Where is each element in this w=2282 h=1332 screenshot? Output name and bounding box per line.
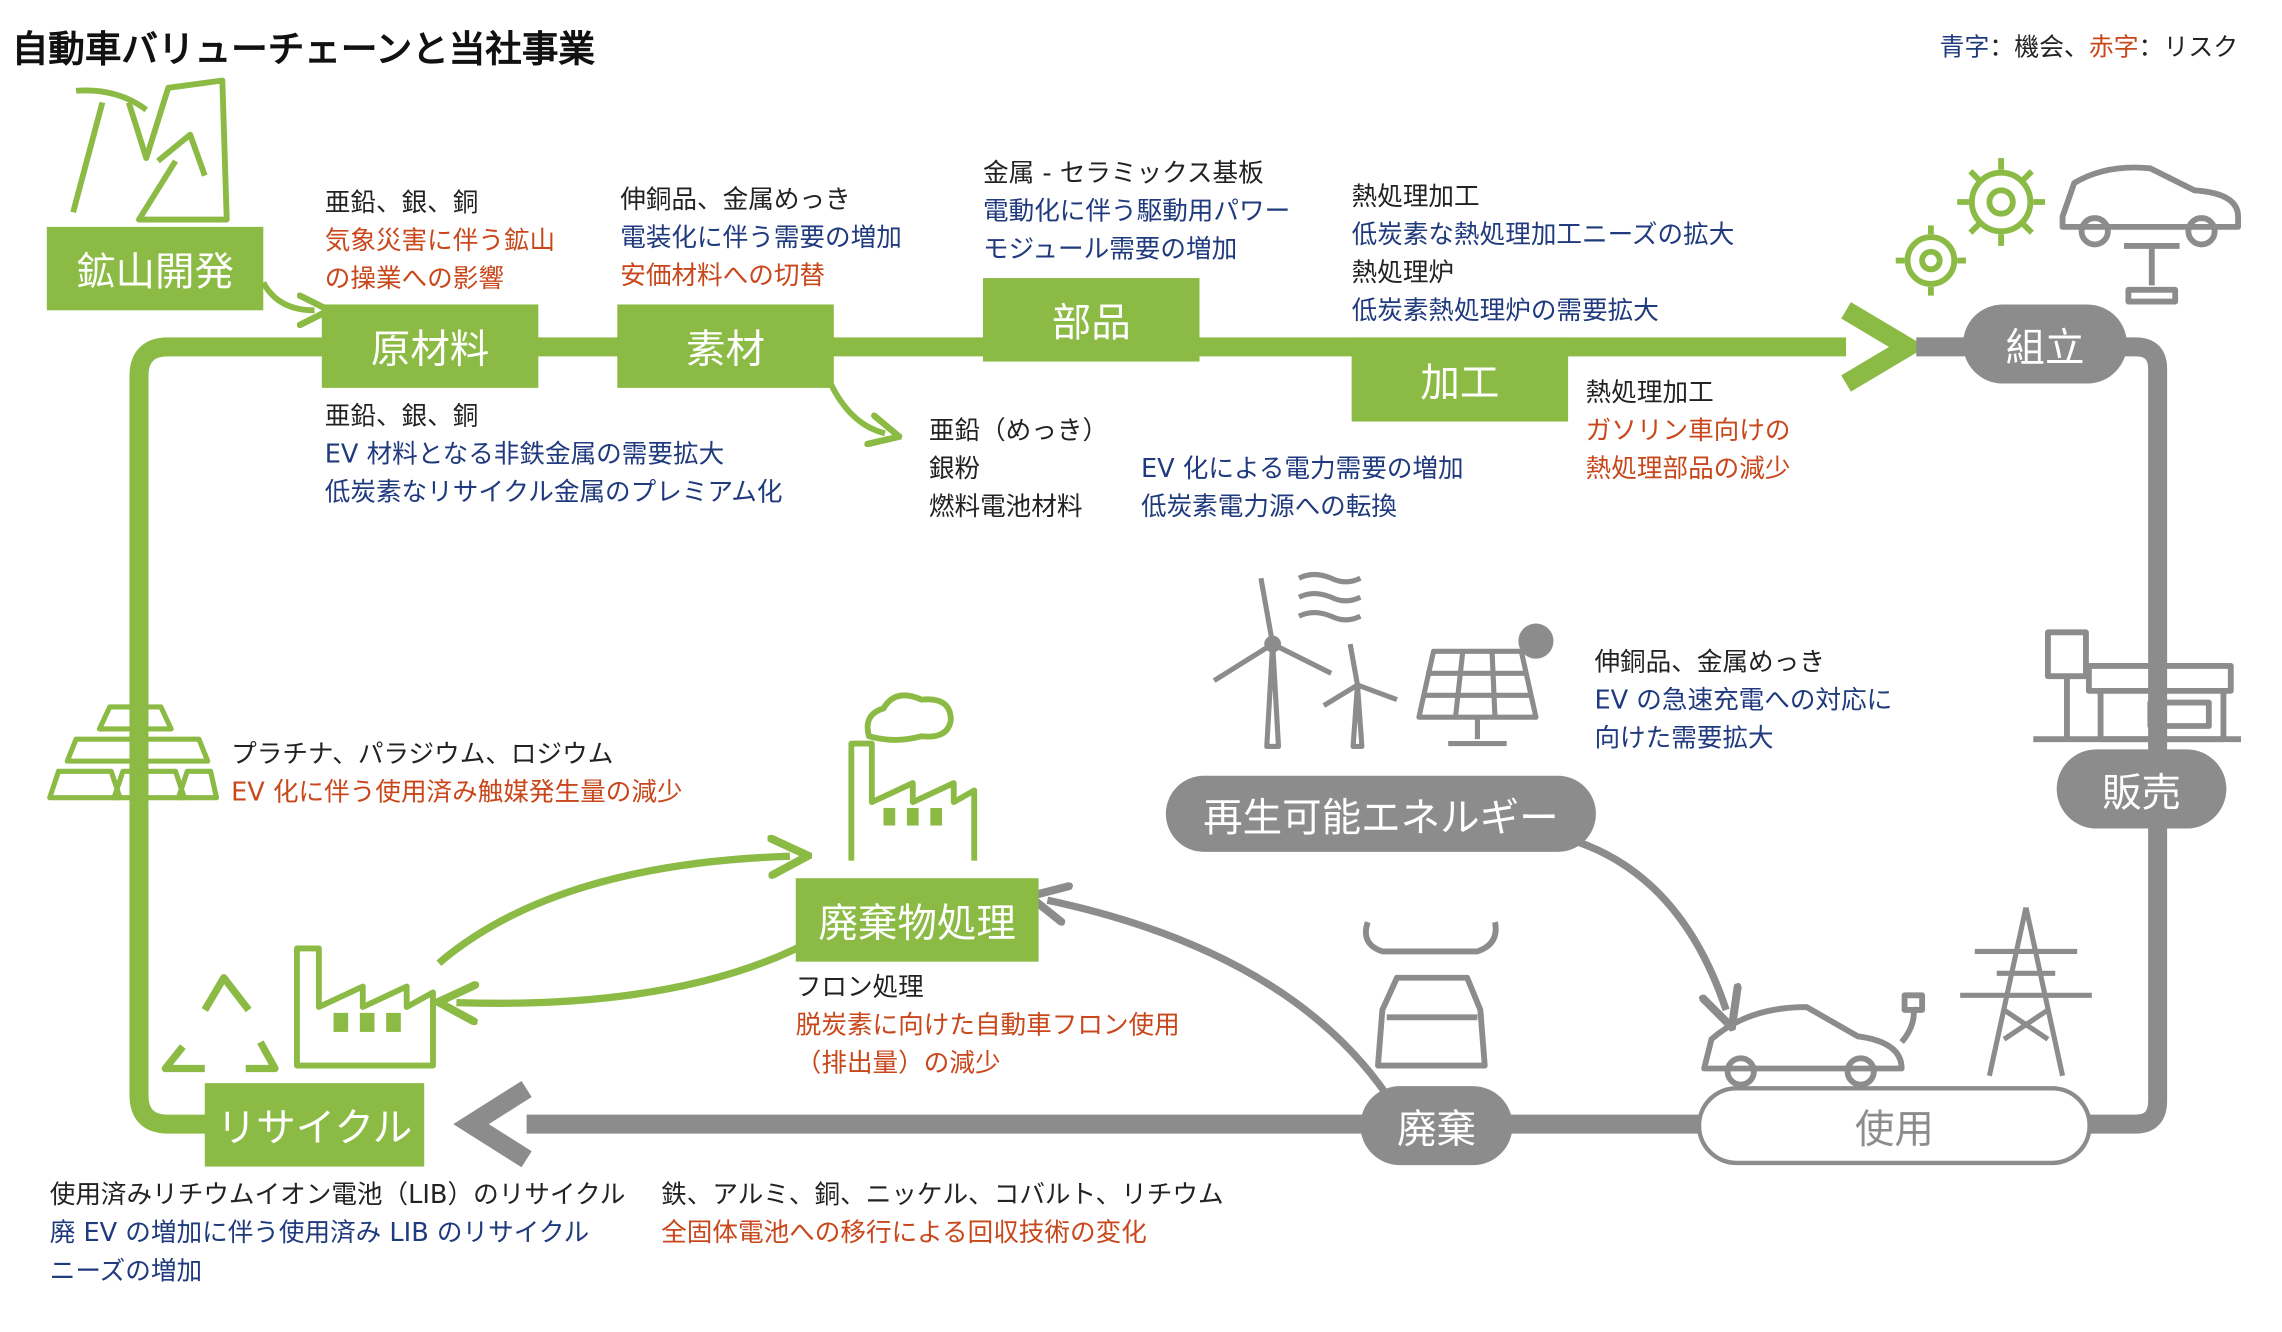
node-renewable-energy: 再生可能エネルギー	[1165, 775, 1596, 852]
legend-red-text: ：リスク	[2138, 33, 2239, 63]
note-line: 廃 EV の増加に伴う使用済み LIB のリサイクル	[49, 1219, 590, 1249]
note-line: 安価材料への切替	[620, 262, 826, 292]
note-processing-top: 熱処理加工 低炭素な熱処理加工ニーズの拡大 熱処理炉 低炭素熱処理炉の需要拡大	[1352, 179, 1735, 331]
node-processing: 加工	[1351, 338, 1569, 422]
page-title: 自動車バリューチェーンと当社事業	[11, 27, 596, 71]
note-lib: 使用済みリチウムイオン電池（LIB）のリサイクル 廃 EV の増加に伴う使用済み…	[50, 1177, 626, 1291]
arrow-materials-branch	[825, 376, 885, 434]
gear-icon	[1895, 158, 2045, 296]
note-raw-bottom: 亜鉛、銀、銅 EV 材料となる非鉄金属の需要拡大 低炭素なリサイクル金属のプレミ…	[325, 398, 783, 512]
legend-red-label: 赤字	[2088, 33, 2139, 63]
arrow-to-recycling-icon	[453, 1080, 532, 1168]
note-line: 低炭素電力源への転換	[1140, 493, 1397, 523]
recycling-factory-icon	[294, 945, 436, 1069]
note-processing-bottom: 熱処理加工 ガソリン車向けの 熱処理部品の減少	[1586, 375, 1791, 489]
note-catalyst: プラチナ、パラジウム、ロジウム EV 化に伴う使用済み触媒発生量の減少	[231, 736, 682, 812]
note-line: 気象災害に伴う鉱山	[324, 226, 556, 257]
arrow-recycling-to-waste	[436, 856, 790, 966]
note-line: 亜鉛、銀、銅	[324, 402, 479, 432]
store-icon	[2033, 629, 2242, 743]
arrow-renewable-to-use	[1575, 838, 1726, 1010]
wind-turbine-icon	[1212, 571, 1398, 750]
node-materials: 素材	[617, 304, 834, 388]
car-lift-icon	[2059, 164, 2242, 305]
note-line: 熱処理加工	[1351, 182, 1480, 213]
note-line: 脱炭素に向けた自動車フロン使用	[795, 1011, 1180, 1041]
note-materials-branch: 亜鉛（めっき） 銀粉 燃料電池材料	[929, 413, 1108, 527]
ev-car-icon	[1701, 992, 1926, 1088]
note-line: EV 材料となる非鉄金属の需要拡大	[324, 440, 725, 470]
note-freon: フロン処理 脱炭素に向けた自動車フロン使用 （排出量）の減少	[796, 969, 1180, 1083]
note-metals: 鉄、アルミ、銅、ニッケル、コバルト、リチウム 全固体電池への移行による回収技術の…	[661, 1177, 1223, 1253]
note-line: 伸銅品、金属めっき	[1594, 648, 1825, 678]
note-line: モジュール需要の増加	[983, 235, 1238, 265]
arrow-mining-to-raw	[260, 281, 314, 310]
note-line: 熱処理加工	[1585, 379, 1714, 409]
arrow-disposal-to-waste	[1047, 900, 1390, 1097]
legend: 青字：機会、赤字：リスク	[1940, 26, 2238, 63]
legend-blue-text: ：機会、	[1989, 33, 2089, 63]
node-raw-materials: 原材料	[321, 304, 539, 388]
factory-icon	[848, 692, 978, 861]
note-charging: 伸銅品、金属めっき EV の急速充電への対応に 向けた需要拡大	[1594, 644, 1892, 758]
node-sales: 販売	[2056, 749, 2227, 829]
note-line: EV の急速充電への対応に	[1594, 686, 1893, 716]
note-line: 鉄、アルミ、銅、ニッケル、コバルト、リチウム	[661, 1181, 1224, 1211]
node-mining: 鉱山開発	[46, 226, 264, 311]
legend-blue-label: 青字	[1939, 33, 1990, 63]
note-line: ニーズの増加	[49, 1257, 203, 1287]
note-line: の操業への影響	[324, 264, 504, 295]
note-line: フロン処理	[795, 973, 924, 1003]
note-line: 熱処理炉	[1351, 259, 1455, 289]
note-parts-top: 金属 - セラミックス基板 電動化に伴う駆動用パワー モジュール需要の増加	[983, 155, 1290, 269]
recycling-factory-windows	[333, 1012, 401, 1032]
note-line: 熱処理部品の減少	[1585, 455, 1791, 485]
note-line: 金属 - セラミックス基板	[983, 159, 1264, 189]
mining-pickaxe-icon	[70, 77, 230, 223]
note-line: EV 化による電力需要の増加	[1140, 455, 1464, 485]
note-line: プラチナ、パラジウム、ロジウム	[231, 740, 614, 770]
node-disposal: 廃棄	[1360, 1086, 1513, 1166]
note-line: 低炭素な熱処理加工ニーズの拡大	[1351, 221, 1735, 251]
note-materials-top: 伸銅品、金属めっき 電装化に伴う需要の増加 安価材料への切替	[620, 181, 902, 295]
note-line: 伸銅品、金属めっき	[620, 185, 851, 216]
note-line: ガソリン車向けの	[1585, 417, 1791, 447]
note-line: 電動化に伴う駆動用パワー	[983, 197, 1291, 227]
note-power: EV 化による電力需要の増加 低炭素電力源への転換	[1141, 451, 1464, 527]
node-waste-treatment: 廃棄物処理	[795, 878, 1039, 962]
node-parts: 部品	[983, 278, 1200, 362]
green-flow-loop	[129, 337, 1847, 1134]
node-use: 使用	[1696, 1086, 2092, 1166]
wrench-car-icon	[1362, 921, 1499, 1069]
note-line: 電装化に伴う需要の増加	[620, 223, 902, 254]
node-recycling: リサイクル	[204, 1083, 425, 1167]
recycle-icon	[161, 974, 279, 1073]
note-line: 低炭素熱処理炉の需要拡大	[1351, 297, 1659, 327]
note-line: 燃料電池材料	[928, 493, 1083, 523]
note-line: 亜鉛、銀、銅	[324, 188, 479, 219]
note-line: 低炭素なリサイクル金属のプレミアム化	[324, 478, 783, 508]
node-assembly: 組立	[1963, 304, 2127, 384]
factory-windows	[883, 807, 943, 826]
gray-flow-loop	[526, 337, 2168, 1134]
note-line: 亜鉛（めっき）	[928, 417, 1109, 447]
note-line: （排出量）の減少	[795, 1049, 1001, 1079]
note-line: 向けた需要拡大	[1594, 724, 1774, 754]
solar-panel-icon	[1416, 623, 1554, 747]
power-tower-icon	[1960, 906, 2092, 1077]
note-line: EV 化に伴う使用済み触媒発生量の減少	[231, 778, 683, 808]
gold-bars-icon	[47, 704, 220, 801]
arrow-waste-to-recycling	[456, 933, 821, 1004]
note-line: 使用済みリチウムイオン電池（LIB）のリサイクル	[49, 1181, 626, 1211]
note-line: 銀粉	[928, 455, 981, 485]
note-raw-top: 亜鉛、銀、銅 気象災害に伴う鉱山 の操業への影響	[325, 184, 555, 298]
note-line: 全固体電池への移行による回収技術の変化	[661, 1219, 1147, 1249]
arrow-to-assembly-icon	[1841, 302, 1927, 392]
